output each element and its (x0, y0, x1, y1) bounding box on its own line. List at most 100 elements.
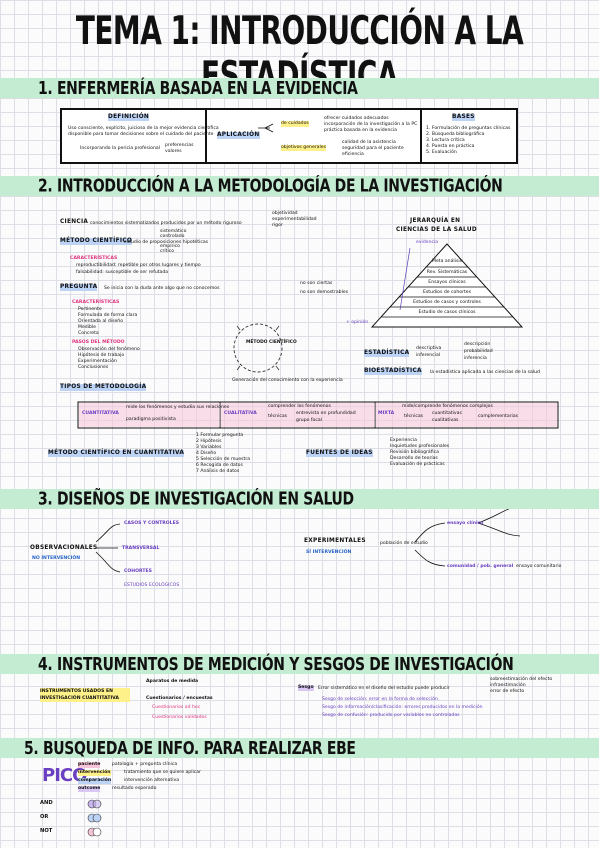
metodo-text: estudio de proposiciones hipotéticas (124, 240, 209, 245)
application-heading: APLICACIÓN (217, 132, 260, 139)
section-1-heading: 1. ENFERMERÍA BASADA EN LA EVIDENCIA (38, 77, 358, 99)
instrumento-sub: Cuestionarios ad hoc (152, 705, 201, 710)
pyramid-bottom-label: + opinión (346, 320, 369, 325)
tipos-label: TIPOS DE METODOLOGÍA (60, 384, 147, 391)
sesgo-text: Error sistemático en el diseño del estud… (318, 686, 450, 691)
page-title: TEMA 1: INTRODUCCIÓN A LA ESTADÍSTICA (75, 9, 524, 99)
fuentes-item: Inquietudes profesionales (390, 444, 450, 449)
estadistica-sub: descriptiva (416, 346, 442, 351)
bases-item: 3. Lectura crítica (426, 138, 465, 143)
obs-type: ESTUDIOS ECOLÓGICOS (124, 583, 180, 588)
section-1-band (0, 78, 599, 98)
pyramid-level: Estudio de casos clínicos (418, 310, 476, 315)
definition-heading: DEFINICIÓN (108, 114, 150, 121)
cualitativa-tec: técnicas (268, 414, 288, 419)
pyramid-level: Estudios de cohortes (422, 290, 472, 295)
pico-c: comparación (78, 778, 112, 784)
exp-type: ensayo clínico (447, 521, 484, 526)
not-operator: NOT (40, 828, 53, 834)
pregunta-caract-item: Medible (78, 325, 97, 330)
sesgo-label: Sesgo (298, 685, 314, 691)
experimentales-sub: SÍ INTERVENCIÓN (306, 550, 352, 555)
metodo-cuantitativa-label: MÉTODO CIENTÍFICO EN CUANTITATIVA (48, 450, 185, 457)
divider (420, 110, 422, 162)
application-item: de cuidados (281, 121, 309, 127)
pasos-label: PASOS DEL MÉTODO (72, 340, 125, 345)
pregunta-caract-item: Concreta (78, 331, 99, 336)
caracteristica-2: falsabilidad: susceptible de ser refutad… (76, 270, 169, 275)
fuentes-item: Experiencia (390, 438, 417, 443)
mixta-text: mide/comprende fenómenos complejos (402, 404, 493, 409)
paso-item: Conclusiones (78, 365, 109, 370)
cycle-center: MÉTODO CIENTÍFICO (246, 340, 297, 345)
metodo-item: 2 Hipótesis (196, 439, 222, 444)
bases-item: 5. Evaluación (426, 150, 457, 155)
pico-i: intervención (78, 770, 111, 776)
pregunta-caract-item: Pertinente (78, 307, 102, 312)
section-5-heading: 5. BUSQUEDA DE INFO. PARA REALIZAR EBE (24, 737, 356, 759)
estadistica-item: probabilidad (464, 349, 493, 354)
metodo-item: 1 Formular pregunta (196, 433, 244, 438)
cualitativa-text: comprender los fenómenos (268, 404, 331, 409)
fuentes-label: FUENTES DE IDEAS (306, 450, 373, 457)
pregunta-sub: no son demostrables (300, 290, 349, 295)
application-sub: ofrecer cuidados adecuados (324, 116, 389, 121)
estadistica-item: inferencia (464, 356, 487, 361)
pico-i-text: tratamiento que se quiere aplicar (124, 770, 201, 775)
estadistica-item: descripción (464, 342, 491, 347)
section-4-band (0, 654, 599, 674)
estadistica-label: ESTADÍSTICA (364, 350, 410, 357)
pico-p-text: patología + pregunta clínica (112, 762, 178, 767)
caracteristica-1: reproductibilidad: repetible por otros l… (76, 263, 201, 268)
metodo-item: 4 Diseño (196, 451, 217, 456)
obs-type: COHORTES (124, 569, 152, 574)
definition-line-2: disponible para tomar decisiones sobre e… (68, 132, 214, 137)
definition-sub: preferencias (165, 143, 194, 148)
exp-type: comunidad / pob. general (447, 564, 514, 569)
application-sub: incorporación de la investigación a la P… (324, 122, 418, 127)
application-sub: seguridad para el paciente (342, 146, 404, 151)
pregunta-caract-item: Orientada al diseño (78, 319, 124, 324)
mixta-sub: complementarias (478, 414, 519, 419)
mixta-label: MIXTA (378, 411, 395, 416)
instrumentos-label: INSTRUMENTOS USADOS EN INVESTIGACIÓN CUA… (40, 688, 130, 702)
metodo-item: 7 Análisis de datos (196, 469, 240, 474)
pico-p: paciente (78, 762, 101, 768)
section-2-heading: 2. INTRODUCCIÓN A LA METODOLOGÍA DE LA I… (38, 175, 503, 197)
pyramid-level: Ensayos clínicos (428, 280, 466, 285)
ebe-summary-box (60, 108, 518, 164)
bases-item: 4. Puesta en práctica (426, 144, 475, 149)
paso-item: Observación del fenómeno (78, 347, 140, 352)
sesgo-item: Sesgo de confusión: producido por variab… (322, 713, 460, 718)
instrumento-sub: Cuestionarios validados (152, 715, 207, 720)
section-3-heading: 3. DISEÑOS DE INVESTIGACIÓN EN SALUD (38, 488, 354, 510)
pico-label: PICO (42, 765, 87, 786)
metodo-sub: crítico (160, 249, 175, 254)
bases-item: 1. Formulación de preguntas clínicas (426, 126, 511, 131)
definition-line-1: Uso consciente, explícito, juicioso de l… (68, 126, 219, 131)
pyramid-level: Meta análisis (431, 259, 463, 264)
paso-item: Hipótesis de trabajo (78, 353, 125, 358)
experimentales-label: EXPERIMENTALES (304, 538, 366, 544)
pyramid-level: Estudios de casos y controles (413, 300, 481, 305)
pregunta-sub: no son ciertas (300, 281, 333, 286)
pregunta-label: PREGUNTA (60, 284, 98, 291)
or-operator: OR (40, 814, 49, 820)
bioestadistica-text: la estadística aplicada a las ciencias d… (430, 370, 540, 375)
metodo-item: 3 Variables (196, 445, 222, 450)
pregunta-caract-label: CARACTERÍSTICAS (72, 300, 120, 305)
instrumento-item: Aparatos de medida (146, 679, 199, 684)
experimentales-text: población de estudio (380, 541, 428, 546)
sesgo-item: Sesgo de selección: error en la forma de… (322, 697, 438, 702)
application-sub: práctica basada en la evidencia (324, 128, 397, 133)
and-operator: AND (40, 800, 53, 806)
pico-o: outcome (78, 786, 101, 792)
cualitativa-label: CUALITATIVA (224, 411, 257, 416)
pico-o-text: resultado esperado (112, 786, 157, 791)
sesgo-sub: infraestimación (490, 683, 526, 688)
bases-item: 2. Búsqueda bibliográfica (426, 132, 485, 137)
mixta-tec-item: cuantitativas (432, 411, 462, 416)
section-5-band (0, 738, 599, 758)
pyramid-title: JERARQUÍA EN (410, 218, 461, 224)
ciencia-text: conocimientos sistematizados producidos … (90, 221, 242, 226)
